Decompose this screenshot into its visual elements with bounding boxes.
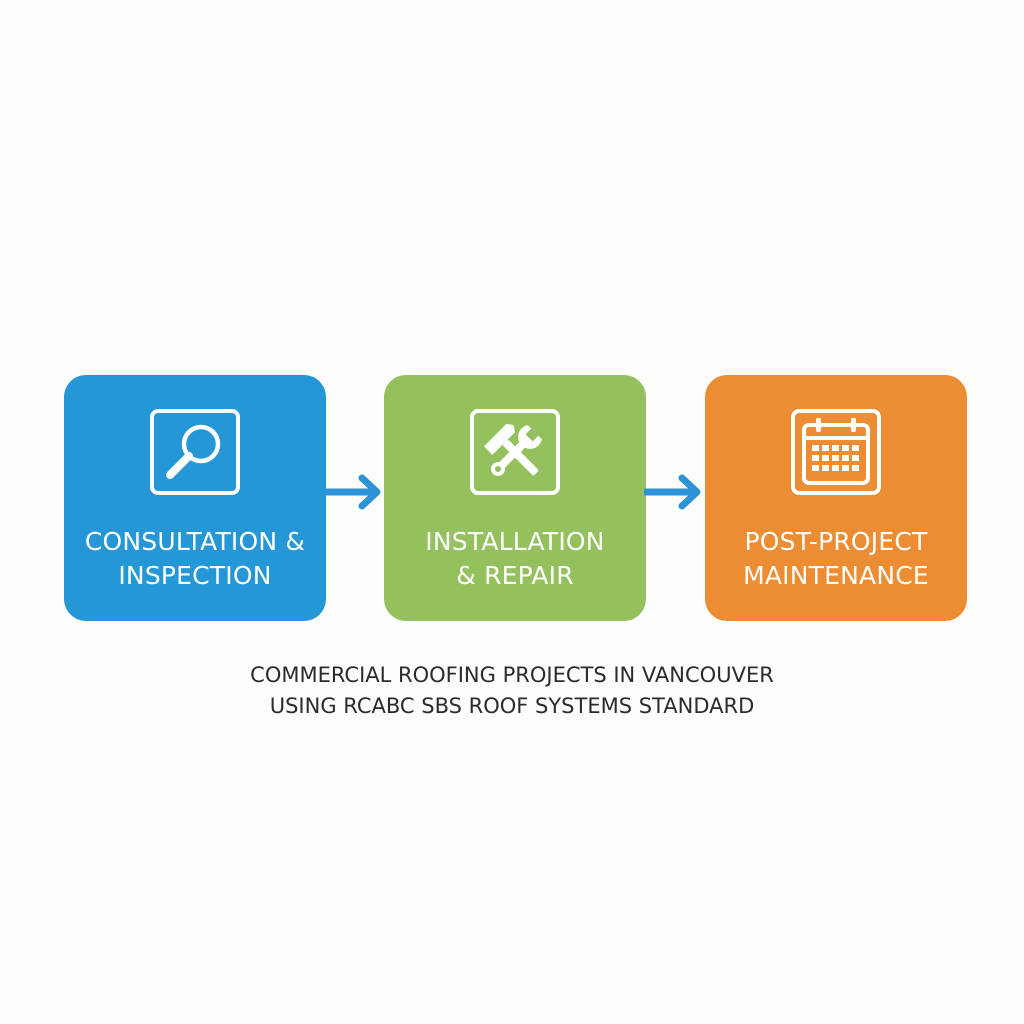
calendar-icon <box>790 408 882 496</box>
step-label-line1: POST-PROJECT <box>744 527 928 556</box>
step-post-project-maintenance: POST-PROJECT MAINTENANCE <box>705 375 967 621</box>
caption-line1: COMMERCIAL ROOFING PROJECTS IN VANCOUVER <box>250 663 774 687</box>
hammer-wrench-icon <box>469 408 561 496</box>
step-label: POST-PROJECT MAINTENANCE <box>713 525 959 593</box>
step-installation-repair: INSTALLATION & REPAIR <box>384 375 646 621</box>
step-label-line1: INSTALLATION <box>425 527 605 556</box>
magnifying-glass-icon <box>149 408 241 496</box>
arrow-right-icon <box>644 470 704 514</box>
step-label: INSTALLATION & REPAIR <box>392 525 638 593</box>
caption-line2: USING RCABC SBS ROOF SYSTEMS STANDARD <box>269 694 755 718</box>
step-label: CONSULTATION & INSPECTION <box>72 525 318 593</box>
step-label-line2: & REPAIR <box>456 561 574 590</box>
step-label-line2: INSPECTION <box>118 561 272 590</box>
caption: COMMERCIAL ROOFING PROJECTS IN VANCOUVER… <box>0 660 1024 722</box>
step-label-line2: MAINTENANCE <box>743 561 929 590</box>
step-label-line1: CONSULTATION & <box>84 527 306 556</box>
step-consultation-inspection: CONSULTATION & INSPECTION <box>64 375 326 621</box>
arrow-right-icon <box>324 470 384 514</box>
